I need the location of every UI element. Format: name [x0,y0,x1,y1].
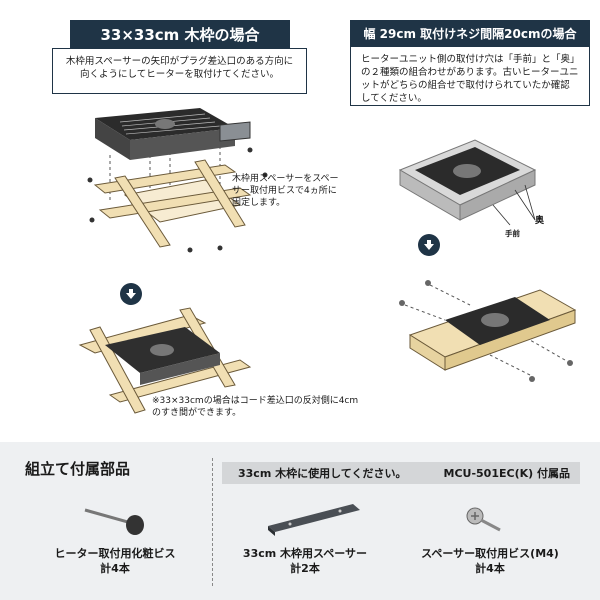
spacer-bracket-icon [219,121,251,142]
label-back: 奥 [535,216,545,226]
band-right-text: MCU-501EC(K) 付属品 [443,467,570,480]
spacer-bar-icon [268,504,360,536]
part-1-count: 計4本 [100,562,130,575]
left-assembled-illustration [78,307,252,414]
label-front: 手前 [505,229,520,238]
part-2-count: 計2本 [290,562,320,575]
left-instruction-text: 木枠用スペーサーの矢印がプラグ差込口のある方向に向くようにしてヒーターを取付けて… [65,56,294,80]
decorative-screw-icon [84,508,144,535]
left-bottom-note: ※33×33cmの場合はコード差込口の反対側に4cmのすき間ができます。 [152,395,362,419]
right-section-title: 幅 29cm 取付けネジ間隔20cmの場合 [350,20,590,46]
part-3-name: スペーサー取付用ビス(M4) [421,547,559,560]
right-wood-board-illustration [399,280,577,382]
parts-divider [212,458,213,586]
right-down-arrow-icon [418,234,440,256]
left-side-note-text: 木枠用スペーサーをスペーサー取付用ビスで4ヵ所に固定します。 [232,174,339,208]
left-title-text: 33×33cm 木枠の場合 [100,25,260,44]
left-down-arrow-icon [120,283,142,305]
left-instruction-box: 木枠用スペーサーの矢印がプラグ差込口のある方向に向くようにしてヒーターを取付けて… [52,48,307,94]
left-assembly-illustration [87,108,268,253]
m4-screw-icon [466,507,501,532]
left-bottom-note-text: ※33×33cmの場合はコード差込口の反対側に4cmのすき間ができます。 [152,396,359,418]
parts-title: 組立て付属部品 [25,460,131,478]
part-1-label: ヒーター取付用化粧ビス 計4本 [30,546,200,576]
heater-unit-icon [95,108,235,160]
installed-heater-icon [105,327,220,385]
right-instruction-text: ヒーターユニット側の取付け穴は「手前」と「奥」の２種類の組合わせがあります。古い… [361,54,579,104]
part-2-label: 33cm 木枠用スペーサー 計2本 [230,546,380,576]
band-left-text: 33cm 木枠に使用してください。 [238,467,407,480]
part-3-label: スペーサー取付用ビス(M4) 計4本 [395,546,585,576]
right-instruction-box: ヒーターユニット側の取付け穴は「手前」と「奥」の２種類の組合わせがあります。古い… [350,46,590,106]
part-3-count: 計4本 [475,562,505,575]
wood-frame-icon [93,159,252,248]
parts-usage-band: 33cm 木枠に使用してください。 MCU-501EC(K) 付属品 [222,462,580,484]
right-title-text: 幅 29cm 取付けネジ間隔20cmの場合 [363,26,577,41]
part-2-name: 33cm 木枠用スペーサー [242,547,368,560]
part-1-name: ヒーター取付用化粧ビス [54,547,176,560]
left-side-note: 木枠用スペーサーをスペーサー取付用ビスで4ヵ所に固定します。 [232,173,342,209]
right-heater-illustration [398,139,537,226]
left-section-title: 33×33cm 木枠の場合 [70,20,290,48]
